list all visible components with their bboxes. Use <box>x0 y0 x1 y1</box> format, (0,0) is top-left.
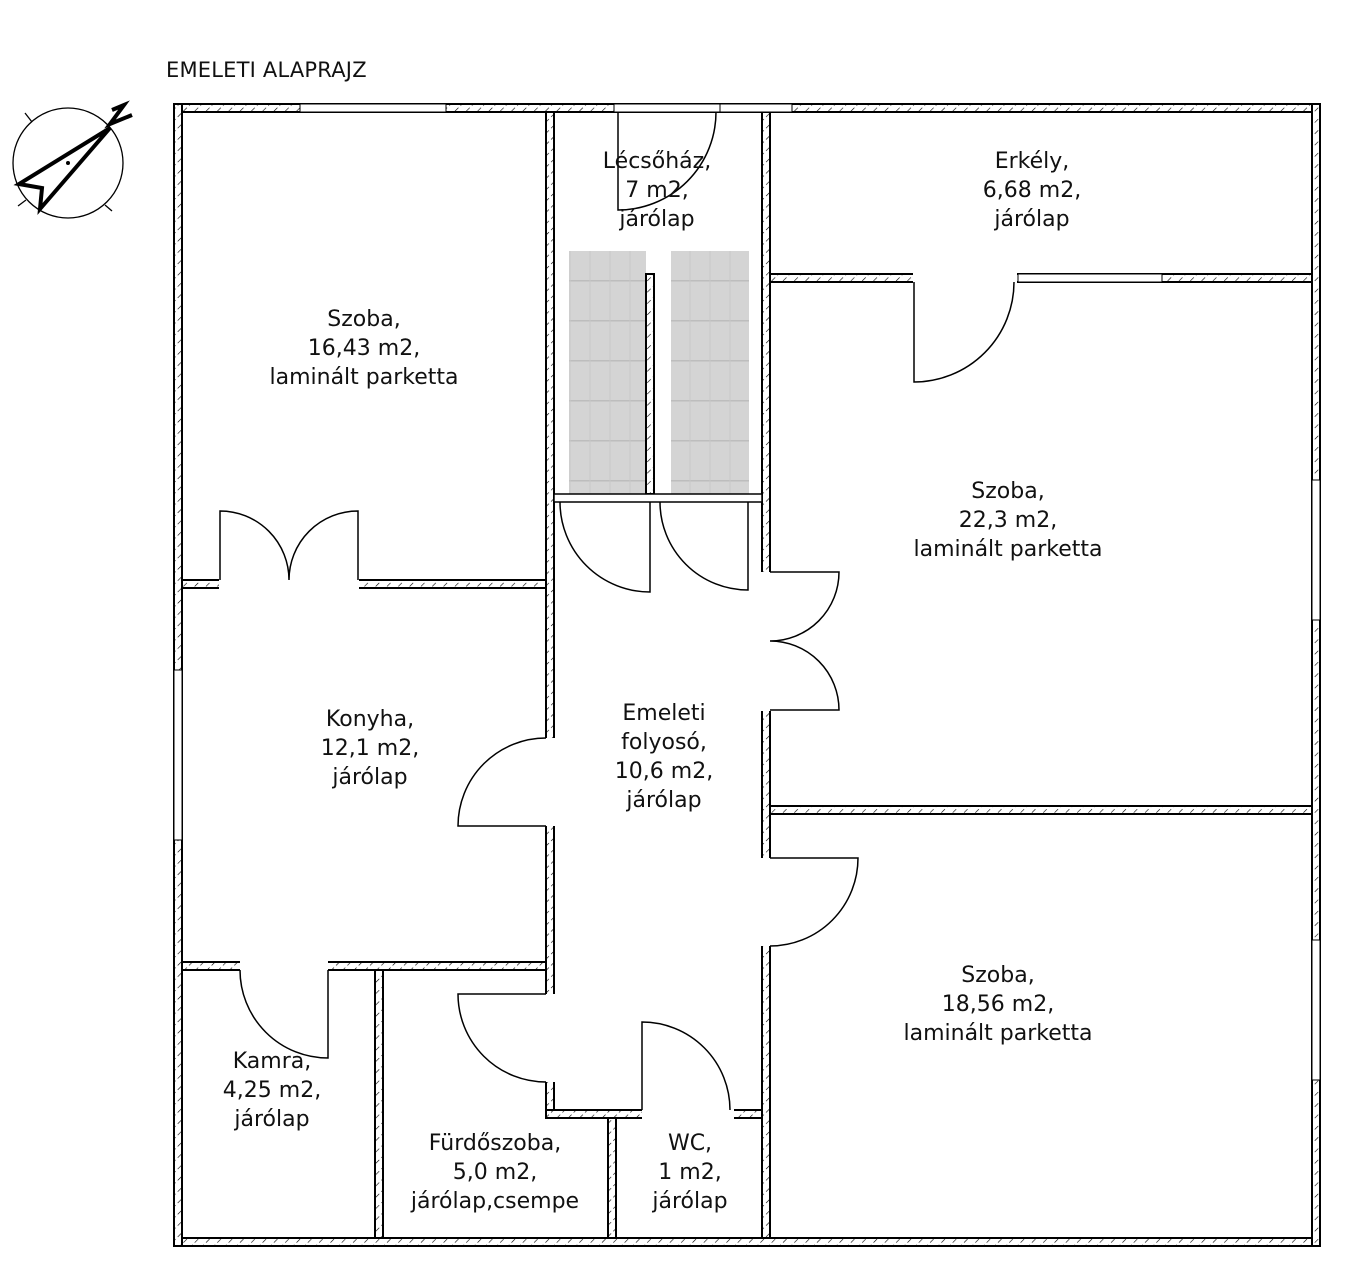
room-label-kamra: Kamra, 4,25 m2, járólap <box>223 1049 321 1132</box>
room-label-szoba1: Szoba, 16,43 m2, laminált parketta <box>269 307 458 390</box>
plan-title: EMELETI ALAPRAJZ <box>166 58 367 82</box>
room-label-erkely: Erkély, 6,68 m2, járólap <box>983 149 1081 232</box>
room-label-szoba2: Szoba, 22,3 m2, laminált parketta <box>913 479 1102 562</box>
room-label-line: WC, <box>668 1131 712 1156</box>
room-label-line: 22,3 m2, <box>959 508 1057 533</box>
room-label-line: Emeleti <box>622 701 705 726</box>
room-label-line: 4,25 m2, <box>223 1078 321 1103</box>
room-label-line: laminált parketta <box>269 365 458 390</box>
doors <box>219 111 1017 1119</box>
room-label-line: 5,0 m2, <box>453 1160 537 1185</box>
room-label-lepcsohaz: Lécsőház, 7 m2, járólap <box>603 149 711 232</box>
room-label-line: 16,43 m2, <box>308 336 420 361</box>
room-label-line: folyosó, <box>621 730 707 755</box>
room-label-line: 7 m2, <box>625 178 688 203</box>
room-label-line: járólap,csempe <box>410 1189 579 1214</box>
windows <box>173 103 1321 1081</box>
north-label <box>104 100 133 129</box>
room-label-line: 6,68 m2, <box>983 178 1081 203</box>
room-label-line: 12,1 m2, <box>321 736 419 761</box>
room-label-line: Lécsőház, <box>603 149 711 174</box>
room-label-line: Szoba, <box>971 479 1044 504</box>
room-label-line: Erkély, <box>995 149 1070 174</box>
room-label-line: 18,56 m2, <box>942 992 1054 1017</box>
room-label-line: 10,6 m2, <box>615 759 713 784</box>
room-label-line: Kamra, <box>233 1049 311 1074</box>
room-label-line: Konyha, <box>326 707 414 732</box>
room-label-line: járólap <box>331 765 407 790</box>
room-label-line: laminált parketta <box>903 1021 1092 1046</box>
stair-flight-left <box>569 251 646 494</box>
room-label-line: Szoba, <box>961 963 1034 988</box>
room-label-line: járólap <box>233 1107 309 1132</box>
room-label-konyha: Konyha, 12,1 m2, járólap <box>321 707 419 790</box>
room-label-line: Szoba, <box>327 307 400 332</box>
room-label-line: Fürdőszoba, <box>429 1131 561 1156</box>
room-label-line: járólap <box>618 207 694 232</box>
room-label-line: laminált parketta <box>913 537 1102 562</box>
room-label-furdo: Fürdőszoba, 5,0 m2, járólap,csempe <box>410 1131 579 1214</box>
room-label-line: járólap <box>993 207 1069 232</box>
room-label-szoba3: Szoba, 18,56 m2, laminált parketta <box>903 963 1092 1046</box>
room-label-line: járólap <box>625 788 701 813</box>
room-label-wc: WC, 1 m2, járólap <box>651 1131 727 1214</box>
room-label-folyoso: Emeleti folyosó, 10,6 m2, járólap <box>615 701 713 813</box>
stair-flight-right <box>671 251 749 494</box>
room-label-line: 1 m2, <box>658 1160 721 1185</box>
north-arrow-icon <box>12 100 133 219</box>
room-label-line: járólap <box>651 1189 727 1214</box>
